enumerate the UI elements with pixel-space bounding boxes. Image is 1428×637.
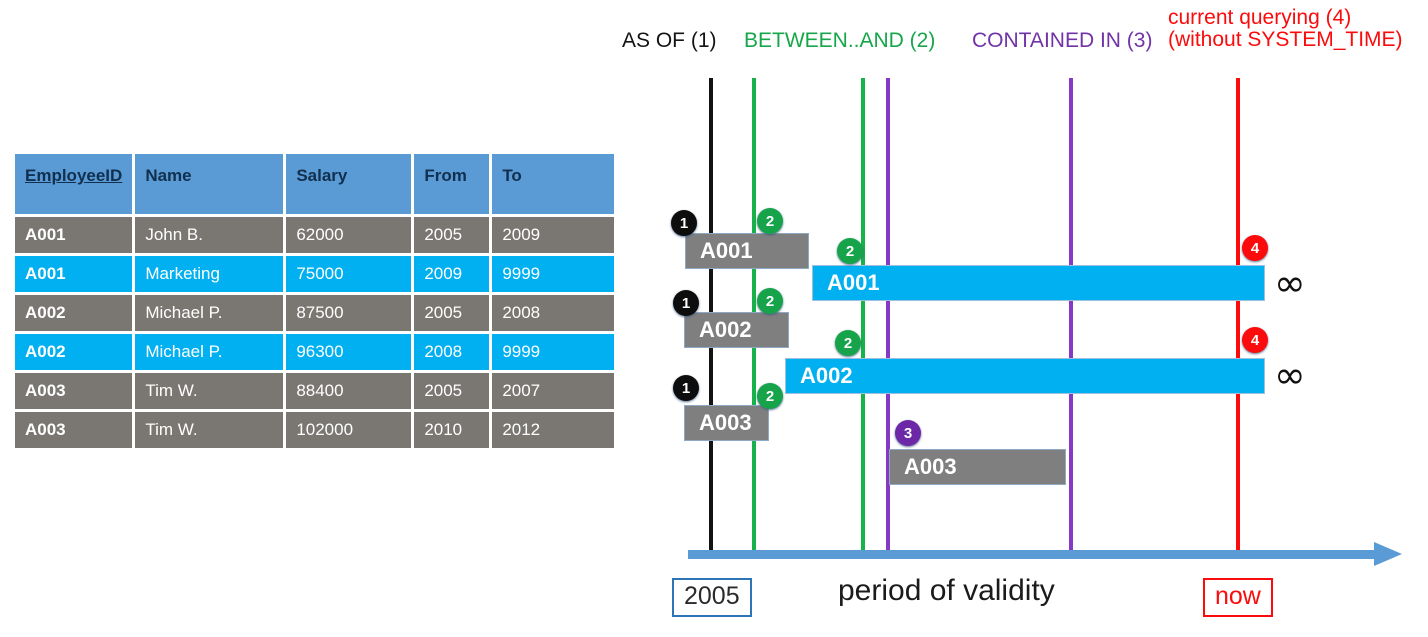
column-header-employeeid: EmployeeID	[15, 154, 133, 214]
query-line-between-end	[861, 78, 865, 558]
cell-employeeid: A002	[15, 295, 133, 331]
cell-to: 2007	[492, 373, 615, 409]
legend-contained-in: CONTAINED IN (3)	[972, 29, 1153, 52]
legend-as-of: AS OF (1)	[622, 29, 717, 52]
timeline-arrow-icon	[1374, 542, 1402, 566]
cell-from: 2008	[414, 334, 490, 370]
cell-name: Tim W.	[135, 412, 284, 448]
cell-to: 2012	[492, 412, 615, 448]
table-row: A003 Tim W. 102000 2010 2012	[15, 412, 615, 448]
column-header-to: To	[492, 154, 615, 214]
cell-to: 2008	[492, 295, 615, 331]
table-row: A001 Marketing 75000 2009 9999	[15, 256, 615, 292]
cell-from: 2010	[414, 412, 490, 448]
cell-salary: 62000	[286, 217, 412, 253]
query-line-contained-end	[1069, 78, 1073, 558]
cell-salary: 87500	[286, 295, 412, 331]
timeline-bar-a003-first: A003	[684, 405, 769, 441]
cell-employeeid: A003	[15, 373, 133, 409]
cell-employeeid: A001	[15, 256, 133, 292]
timeline-bar-a003-second: A003	[889, 449, 1066, 485]
infinity-icon-a002: ∞	[1274, 353, 1306, 397]
cell-name: Marketing	[135, 256, 284, 292]
timeline-bar-a001-historical: A001	[685, 233, 809, 269]
marker-2-a003: 2	[757, 383, 783, 409]
table-row: A002 Michael P. 87500 2005 2008	[15, 295, 615, 331]
legend-current-querying-line1: current querying (4)	[1168, 6, 1352, 29]
query-line-now	[1236, 78, 1240, 558]
table-row: A002 Michael P. 96300 2008 9999	[15, 334, 615, 370]
cell-from: 2009	[414, 256, 490, 292]
table-row: A001 John B. 62000 2005 2009	[15, 217, 615, 253]
cell-to: 2009	[492, 217, 615, 253]
cell-salary: 96300	[286, 334, 412, 370]
cell-employeeid: A002	[15, 334, 133, 370]
column-header-salary: Salary	[286, 154, 412, 214]
infinity-icon-a001: ∞	[1274, 261, 1306, 305]
column-header-from: From	[414, 154, 490, 214]
table-row: A003 Tim W. 88400 2005 2007	[15, 373, 615, 409]
marker-4-a002: 4	[1242, 327, 1268, 353]
cell-to: 9999	[492, 334, 615, 370]
cell-employeeid: A001	[15, 217, 133, 253]
cell-salary: 75000	[286, 256, 412, 292]
timeline-bar-a002-historical: A002	[684, 312, 789, 348]
axis-end-label: now	[1203, 578, 1273, 617]
marker-2-a001-end: 2	[837, 238, 863, 264]
legend-current-querying: current querying (4) (without SYSTEM_TIM…	[1168, 6, 1403, 52]
cell-name: Michael P.	[135, 334, 284, 370]
axis-caption: period of validity	[838, 574, 1055, 607]
marker-2-a001-start: 2	[757, 208, 783, 234]
axis-start-label: 2005	[672, 578, 752, 617]
marker-4-a001: 4	[1242, 235, 1268, 261]
cell-from: 2005	[414, 295, 490, 331]
cell-salary: 88400	[286, 373, 412, 409]
cell-name: Tim W.	[135, 373, 284, 409]
query-line-contained-start	[886, 78, 890, 558]
cell-from: 2005	[414, 217, 490, 253]
employee-history-table: EmployeeID Name Salary From To A001 John…	[12, 151, 617, 451]
cell-salary: 102000	[286, 412, 412, 448]
column-header-name: Name	[135, 154, 284, 214]
cell-name: John B.	[135, 217, 284, 253]
marker-1-a001: 1	[671, 210, 697, 236]
cell-to: 9999	[492, 256, 615, 292]
timeline-bar-a002-current: A002	[785, 358, 1265, 394]
timeline-axis	[688, 550, 1378, 559]
table-header-row: EmployeeID Name Salary From To	[15, 154, 615, 214]
timeline-bar-a001-current: A001	[812, 265, 1265, 301]
legend-between-and: BETWEEN..AND (2)	[744, 29, 936, 52]
marker-1-a002: 1	[673, 290, 699, 316]
cell-from: 2005	[414, 373, 490, 409]
marker-2-a002-start: 2	[757, 288, 783, 314]
cell-name: Michael P.	[135, 295, 284, 331]
marker-1-a003: 1	[673, 375, 699, 401]
cell-employeeid: A003	[15, 412, 133, 448]
marker-2-a002-end: 2	[835, 330, 861, 356]
legend-current-querying-line2: (without SYSTEM_TIME)	[1168, 28, 1403, 52]
marker-3-a003: 3	[895, 420, 921, 446]
